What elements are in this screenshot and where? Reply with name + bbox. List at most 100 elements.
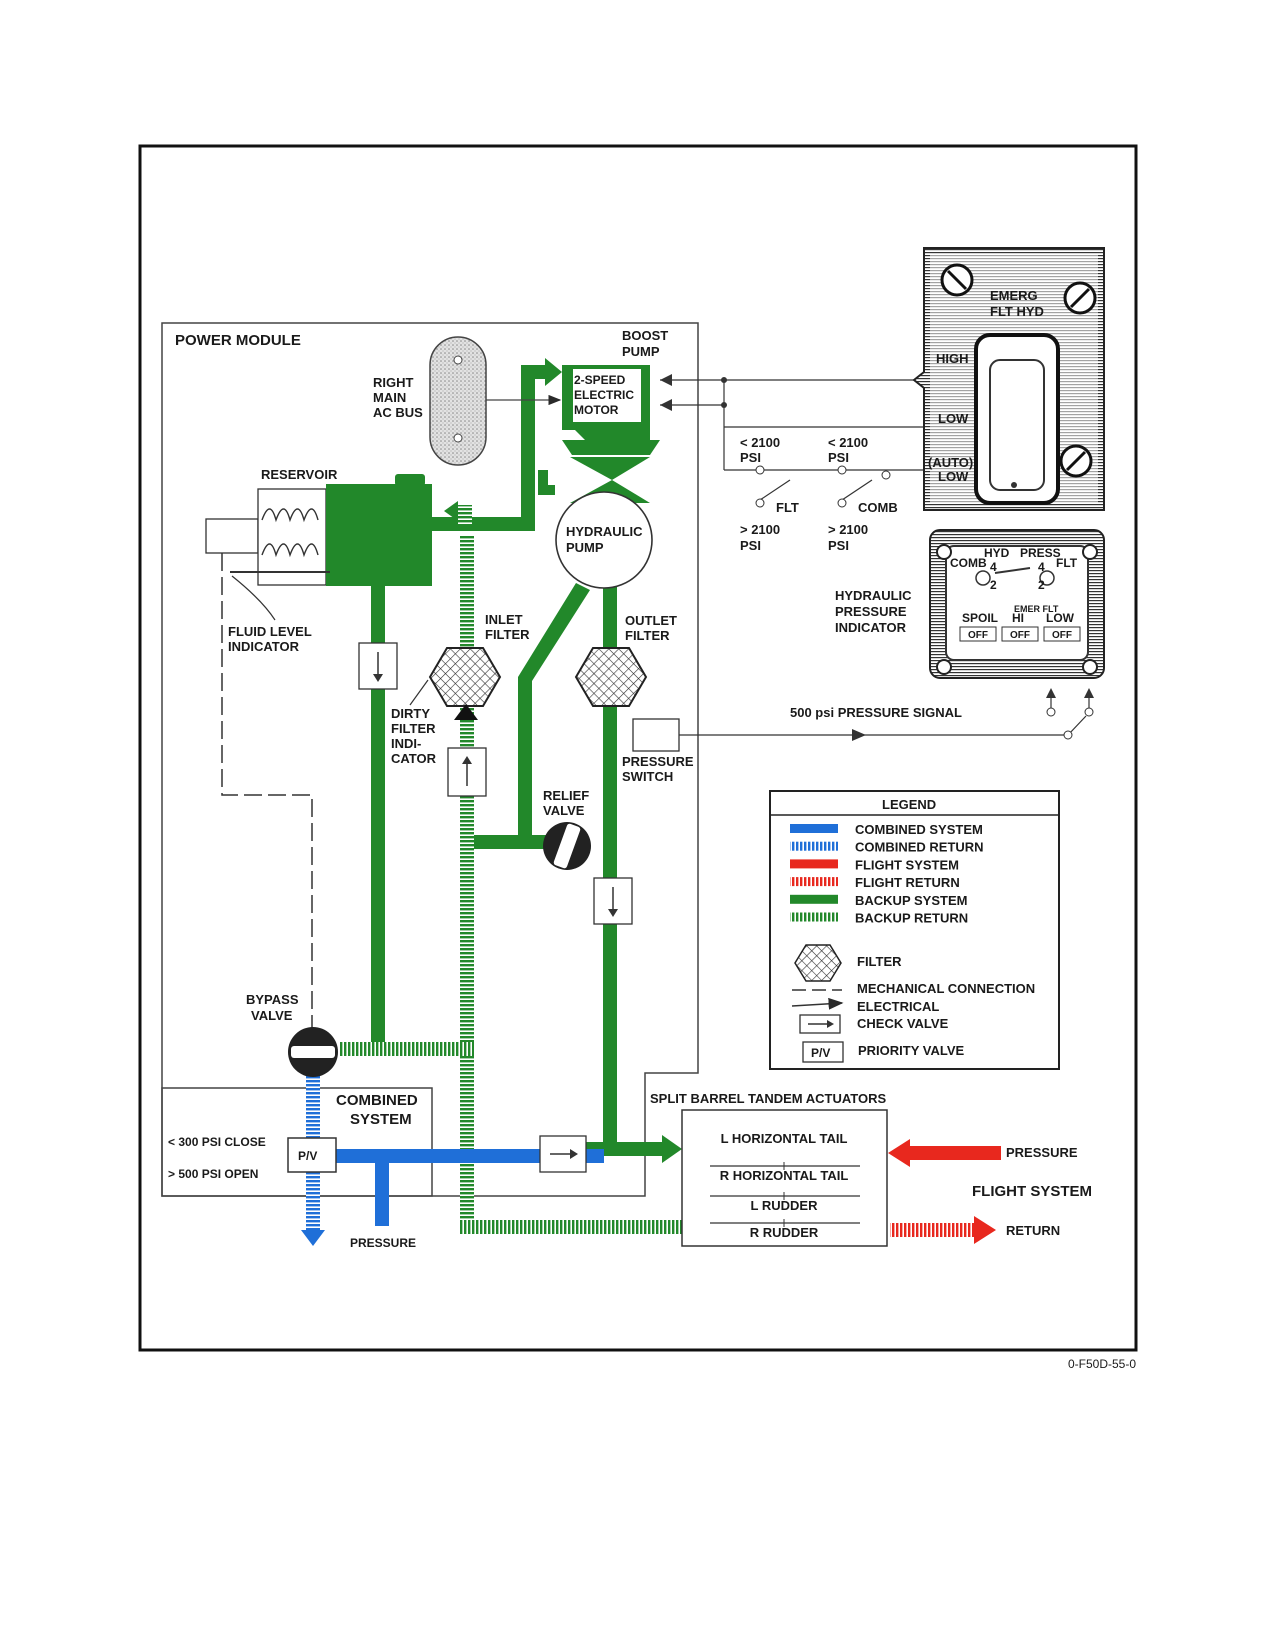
indicator-spoil: SPOIL (962, 611, 998, 625)
bypass-valve-label-1: BYPASS (246, 992, 299, 1007)
indicator-caption-2: PRESSURE (835, 604, 907, 619)
check-valve-outlet (593, 877, 633, 925)
hydraulic-pump (555, 491, 653, 589)
legend-swatch (790, 912, 838, 922)
fluid-level-label-2: INDICATOR (228, 639, 300, 654)
indicator-2-left: 2 (990, 578, 997, 592)
legend-label: BACKUP SYSTEM (855, 893, 967, 908)
indicator-comb: COMB (950, 556, 987, 570)
dirty-filter-indicator (454, 704, 478, 720)
outlet-filter (574, 647, 648, 707)
ac-bus-label-2: MAIN (373, 390, 406, 405)
dirty-filter-label-4: CATOR (391, 751, 437, 766)
outer-frame (138, 144, 1138, 1352)
switch-wiring (660, 379, 924, 501)
indicator-caption-1: HYDRAULIC (835, 588, 912, 603)
pressure-switch-label-1: PRESSURE (622, 754, 694, 769)
legend-label: COMBINED RETURN (855, 840, 984, 855)
mechanical-connection (221, 553, 313, 1035)
legend-items: COMBINED SYSTEM COMBINED RETURN FLIGHT SYS… (790, 822, 984, 926)
dirty-filter-label-1: DIRTY (391, 706, 430, 721)
combined-pressure-label: PRESSURE (350, 1236, 416, 1250)
reservoir-label: RESERVOIR (261, 467, 338, 482)
gt2100-b-2: PSI (828, 538, 849, 553)
power-module-title: POWER MODULE (175, 332, 301, 349)
ac-bus (429, 336, 487, 466)
priority-valve-label: P/V (298, 1149, 317, 1163)
lt2100-b-2: PSI (828, 450, 849, 465)
indicator-4-right: 4 (1038, 560, 1045, 574)
comb-switch-label: COMB (858, 500, 898, 515)
legend-swatch (790, 877, 838, 887)
pressure-switch (632, 718, 680, 752)
legend-priority-valve-sym: P/V (811, 1046, 830, 1060)
check-valve-inlet (447, 747, 487, 797)
indicator-hi: HI (1012, 611, 1024, 625)
legend-label: COMBINED SYSTEM (855, 822, 983, 837)
motor-label-1: 2-SPEED (574, 373, 626, 387)
emerg-auto: (AUTO) (928, 455, 973, 470)
ac-bus-label-1: RIGHT (373, 375, 414, 390)
actuator-label: R HORIZONTAL TAIL (720, 1168, 849, 1183)
legend-title: LEGEND (882, 797, 936, 812)
pump-label-1: HYDRAULIC (566, 524, 643, 539)
indicator-flt: FLT (1056, 556, 1078, 570)
reservoir (205, 474, 432, 586)
legend-check-valve-label: CHECK VALVE (857, 1016, 949, 1031)
actuator-label: R RUDDER (750, 1225, 819, 1240)
legend-swatch (790, 824, 838, 833)
ac-bus-label-3: AC BUS (373, 405, 423, 420)
fluid-level-label-1: FLUID LEVEL (228, 624, 312, 639)
emerg-title-1: EMERG (990, 288, 1038, 303)
dirty-filter-label-3: INDI- (391, 736, 421, 751)
legend-swatch (790, 859, 838, 869)
flt-switch-label: FLT (776, 500, 799, 515)
backup-system-lines (371, 358, 682, 1163)
dirty-filter-label-2: FILTER (391, 721, 436, 736)
indicator-4-left: 4 (990, 560, 997, 574)
check-valve-reservoir (358, 642, 398, 690)
pressure-signal-label: 500 psi PRESSURE SIGNAL (790, 705, 962, 720)
bypass-valve-label-2: VALVE (251, 1008, 293, 1023)
priority-valve (287, 1137, 337, 1173)
lt2100-b-1: < 2100 (828, 435, 868, 450)
combined-system-box (161, 1087, 433, 1197)
indicator-off-2: OFF (1010, 630, 1030, 641)
flight-pressure-label: PRESSURE (1006, 1145, 1078, 1160)
lt2100-a-2: PSI (740, 450, 761, 465)
legend-priority-valve-label: PRIORITY VALVE (858, 1043, 965, 1058)
gt2100-b-1: > 2100 (828, 522, 868, 537)
emerg-low: LOW (938, 411, 969, 426)
indicator-caption-3: INDICATOR (835, 620, 907, 635)
legend-label: FLIGHT RETURN (855, 875, 960, 890)
indicator-off-1: OFF (968, 630, 988, 641)
pressure-switch-label-2: SWITCH (622, 769, 673, 784)
legend-priority-valve-icon (802, 1041, 844, 1063)
actuator-dividers (710, 1162, 860, 1227)
actuator-label: L HORIZONTAL TAIL (721, 1131, 848, 1146)
flight-return-arrow (890, 1216, 996, 1244)
motor-label-3: MOTOR (574, 403, 619, 417)
flight-pressure-arrow (888, 1139, 1001, 1167)
legend-filter-icon (794, 944, 842, 982)
emerg-auto-low: LOW (938, 469, 969, 484)
emerg-title-2: FLT HYD (990, 304, 1044, 319)
legend-label: FLIGHT SYSTEM (855, 857, 959, 872)
relief-valve-label-1: RELIEF (543, 788, 589, 803)
actuator-label: L RUDDER (751, 1198, 819, 1213)
indicator-low: LOW (1046, 611, 1075, 625)
lt2100-a-1: < 2100 (740, 435, 780, 450)
gt2100-a-1: > 2100 (740, 522, 780, 537)
electric-motor (562, 365, 660, 503)
outlet-filter-label-1: OUTLET (625, 613, 677, 628)
legend-filter-label: FILTER (857, 954, 902, 969)
close-label: < 300 PSI CLOSE (168, 1135, 266, 1149)
check-valve-combined (539, 1135, 587, 1173)
figure-id: 0-F50D-55-0 (1068, 1357, 1136, 1371)
legend-electrical-icon (791, 997, 844, 1010)
indicator-off-3: OFF (1052, 630, 1072, 641)
emerg-flt-hyd-panel (912, 247, 1105, 511)
boost-pump-label-2: PUMP (622, 344, 660, 359)
hydraulic-pressure-indicator (929, 529, 1105, 679)
legend-label: BACKUP RETURN (855, 911, 968, 926)
